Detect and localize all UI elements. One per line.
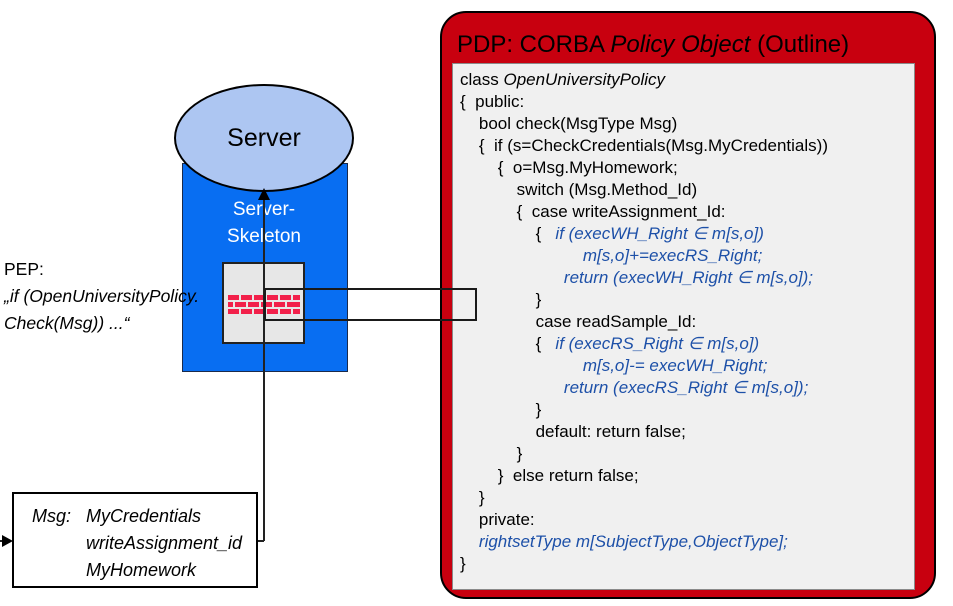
text-part: bool check(MsgType Msg) [460, 114, 678, 133]
msg-row: writeAssignment_id [32, 530, 256, 557]
pep-to-pdp-connector-rect [264, 288, 477, 321]
text-part: m[s,o]-= execWH_Right; [582, 356, 768, 375]
code-line: private: [460, 509, 910, 531]
server-ellipse: Server [174, 84, 354, 192]
text-part: OpenUniversityPolicy [503, 70, 666, 89]
pep-label: PEP: [4, 259, 44, 279]
text-part: rightsetType m[SubjectType,ObjectType]; [478, 532, 788, 551]
code-line: m[s,o]-= execWH_Right; [460, 355, 910, 377]
pep-quote-line2: Check(Msg)) ...“ [4, 313, 130, 333]
code-line: case readSample_Id: [460, 311, 910, 333]
text-part: private: [460, 510, 535, 529]
text-part: } [460, 400, 542, 419]
text-part [460, 378, 564, 397]
code-line: class OpenUniversityPolicy [460, 69, 910, 91]
code-line: } [460, 289, 910, 311]
text-part: } [460, 290, 542, 309]
text-part [460, 268, 564, 287]
text-part: } [460, 488, 485, 507]
text-part: { public: [460, 92, 525, 111]
text-part: if (execWH_Right ∈ m[s,o]) [555, 224, 764, 243]
text-part [460, 532, 479, 551]
text-part: { case writeAssignment_Id: [460, 202, 726, 221]
text-part: (Outline) [750, 31, 850, 58]
code-line: m[s,o]+=execRS_Right; [460, 245, 910, 267]
server-label: Server [227, 123, 301, 152]
text-part: class [460, 70, 504, 89]
msg-box: Msg: MyCredentials writeAssignment_id My… [12, 492, 258, 588]
code-line: { o=Msg.MyHomework; [460, 157, 910, 179]
code-line: } [460, 553, 910, 575]
text-part: PDP: CORBA [457, 31, 611, 58]
code-line: { if (execWH_Right ∈ m[s,o]) [460, 223, 910, 245]
code-line: } else return false; [460, 465, 910, 487]
msg-row: MyHomework [32, 557, 256, 584]
pep-annotation: PEP: „if (OpenUniversityPolicy. Check(Ms… [4, 256, 199, 337]
msg-item-credentials: MyCredentials [86, 506, 202, 526]
msg-label: Msg: [32, 506, 72, 526]
policy-code-panel: class OpenUniversityPolicy{ public: bool… [452, 63, 915, 590]
code-line: { case writeAssignment_Id: [460, 201, 910, 223]
text-part [460, 246, 583, 265]
text-part: return (execRS_Right ∈ m[s,o]); [563, 378, 809, 397]
code-line: } [460, 443, 910, 465]
pdp-title: PDP: CORBA Policy Object (Outline) [457, 31, 849, 59]
code-line: { public: [460, 91, 910, 113]
text-part: { [460, 334, 556, 353]
message-flow-stub [258, 540, 264, 542]
message-flow-line [263, 197, 265, 541]
msg-row: Msg: MyCredentials [32, 503, 256, 530]
code-line: return (execWH_Right ∈ m[s,o]); [460, 267, 910, 289]
text-part: return (execWH_Right ∈ m[s,o]); [563, 268, 814, 287]
text-part [460, 356, 583, 375]
code-line: } [460, 487, 910, 509]
text-part: { [460, 224, 556, 243]
code-line: return (execRS_Right ∈ m[s,o]); [460, 377, 910, 399]
text-part: { if (s=CheckCredentials(Msg.MyCredentia… [460, 136, 828, 155]
text-part: { o=Msg.MyHomework; [460, 158, 678, 177]
text-part: if (execRS_Right ∈ m[s,o]) [555, 334, 760, 353]
msg-label-spacer [32, 557, 86, 584]
arrow-up-icon [258, 188, 270, 200]
text-part: m[s,o]+=execRS_Right; [582, 246, 763, 265]
msg-item-write-assignment: writeAssignment_id [86, 533, 243, 553]
msg-label-spacer [32, 530, 86, 557]
arrow-right-icon [2, 535, 13, 547]
text-part: } [460, 444, 523, 463]
code-line: { if (execRS_Right ∈ m[s,o]) [460, 333, 910, 355]
code-line: { if (s=CheckCredentials(Msg.MyCredentia… [460, 135, 910, 157]
code-line: default: return false; [460, 421, 910, 443]
text-part: default: return false; [460, 422, 686, 441]
code-line: switch (Msg.Method_Id) [460, 179, 910, 201]
code-line: } [460, 399, 910, 421]
text-part: case readSample_Id: [460, 312, 697, 331]
text-part: switch (Msg.Method_Id) [460, 180, 698, 199]
pep-quote-line1: „if (OpenUniversityPolicy. [4, 286, 200, 306]
code-line: bool check(MsgType Msg) [460, 113, 910, 135]
text-part: } [460, 554, 466, 573]
code-line: rightsetType m[SubjectType,ObjectType]; [460, 531, 910, 553]
msg-item-homework: MyHomework [86, 560, 197, 580]
text-part: } else return false; [460, 466, 639, 485]
text-part: Policy Object [610, 31, 751, 58]
